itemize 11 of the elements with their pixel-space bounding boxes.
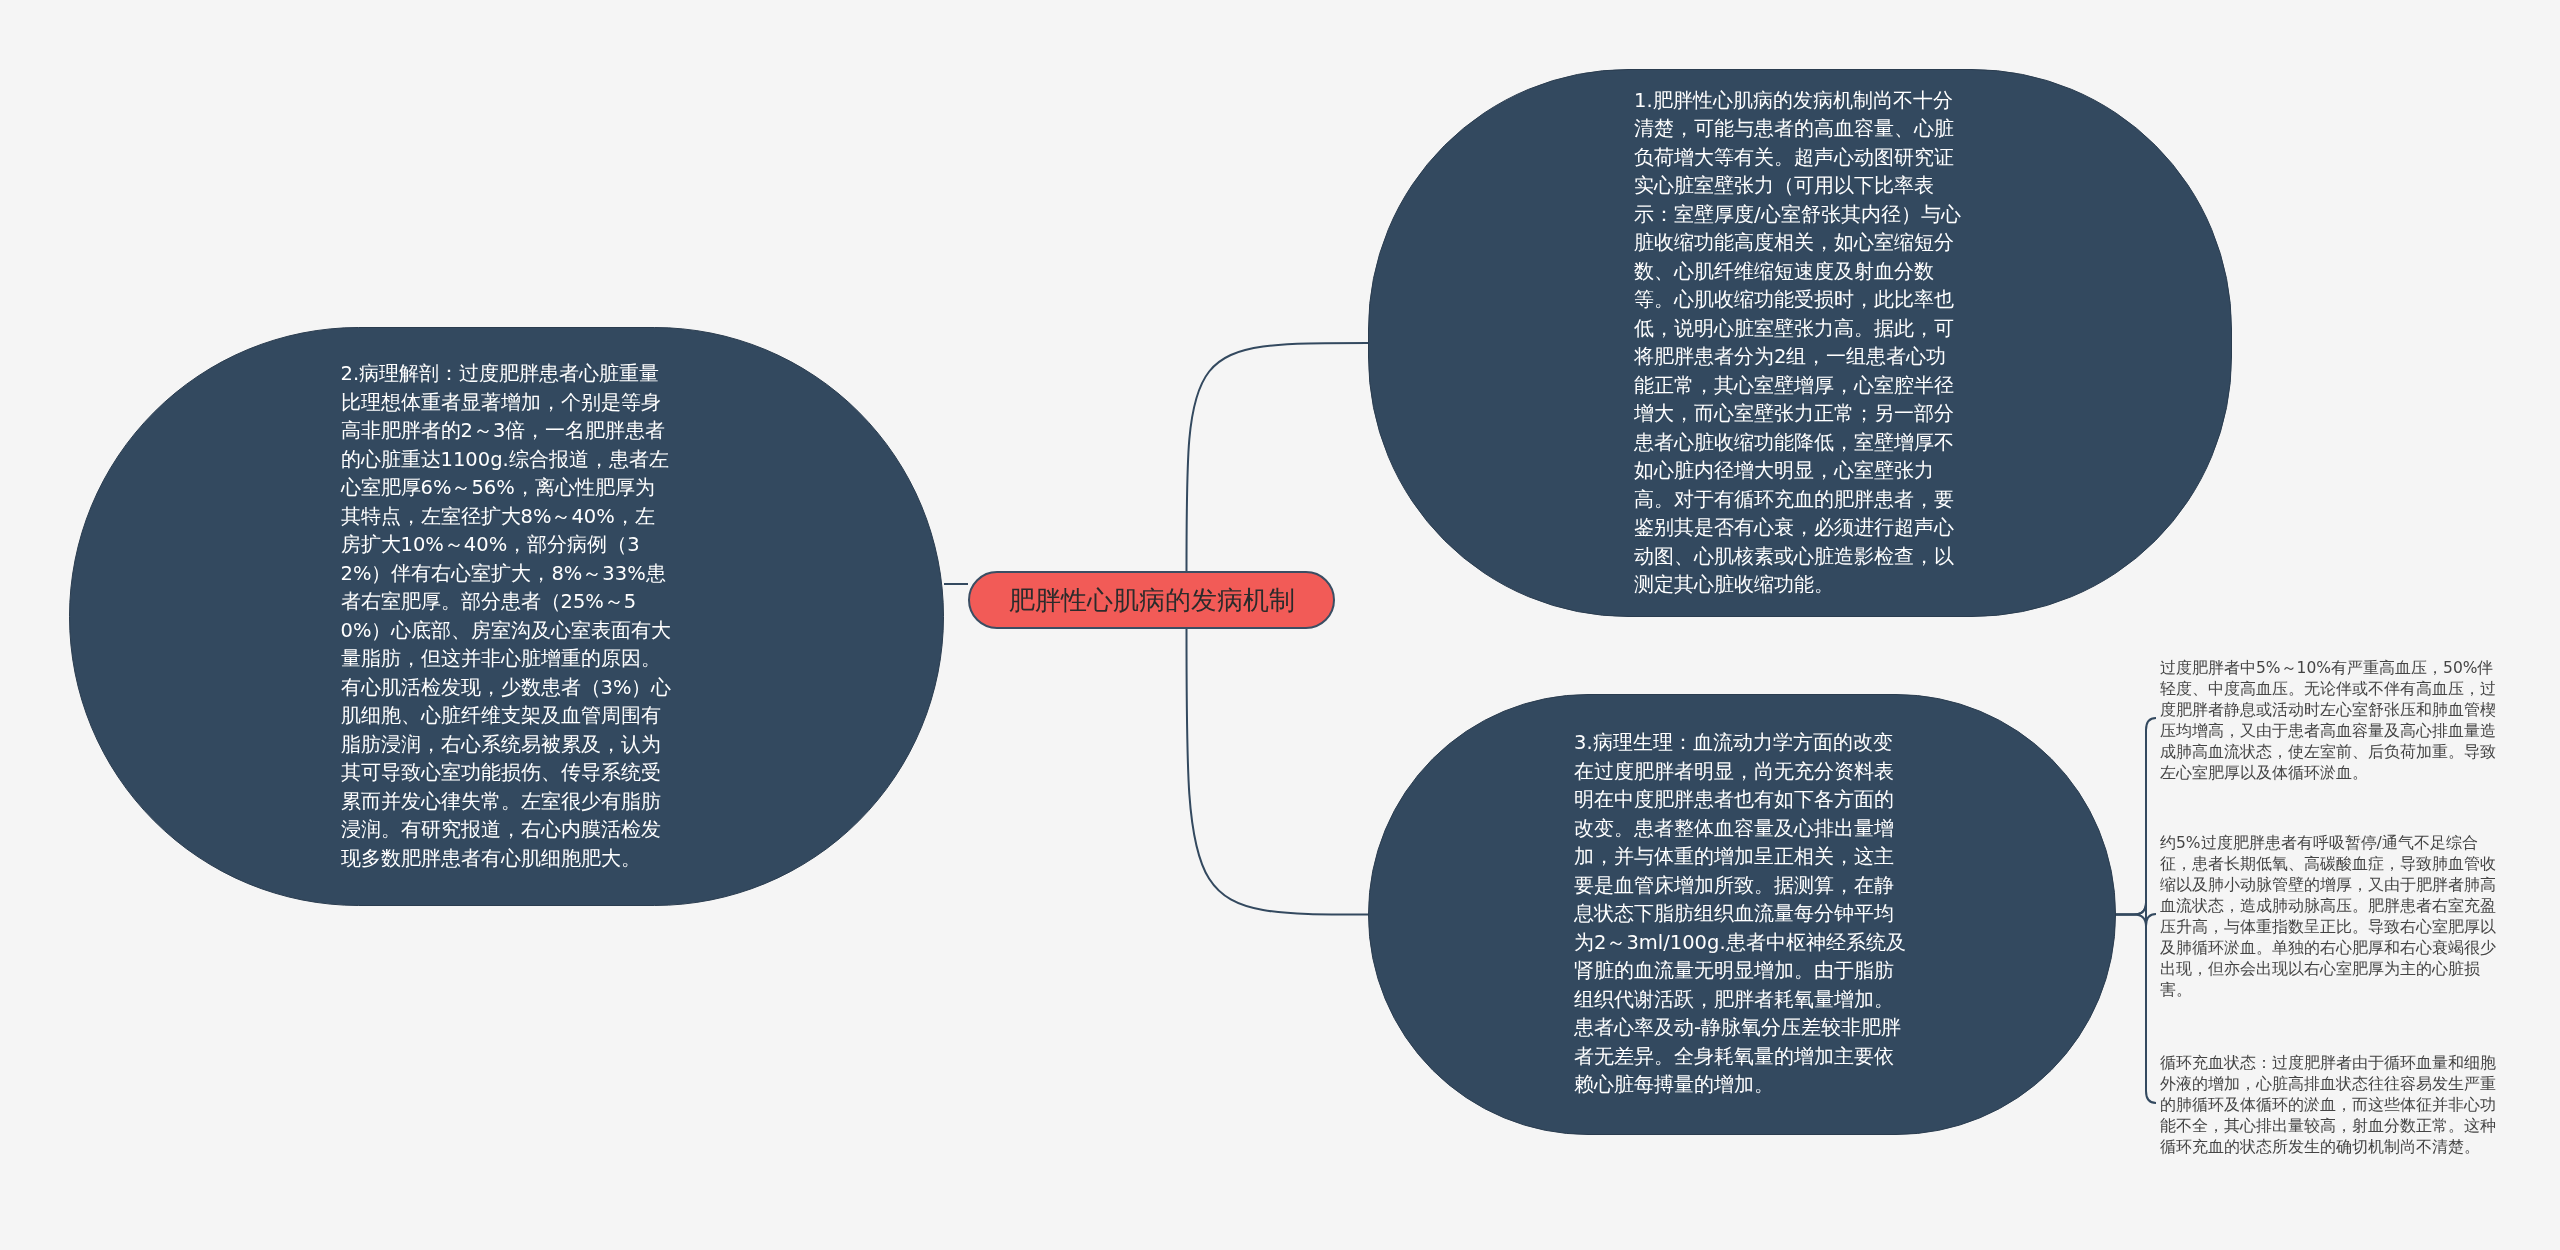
connector-line: [1185, 342, 1369, 572]
connector-line: [943, 583, 969, 585]
connector-line: [2115, 913, 2157, 1104]
note-text: 循环充血状态：过度肥胖者由于循环血量和细胞外液的增加，心脏高排血状态往往容易发生严重的肺循环及体循环的淤血，而这些体征并非心功能不全，其心排出量较高，射血分数正常。这种循环充血的状态所发生的确切机制尚不清楚。: [2160, 1053, 2496, 1158]
connector-line: [1185, 628, 1369, 916]
note-text: 过度肥胖者中5%～10%有严重高血压，50%伴轻度、中度高血压。无论伴或不伴有高血压，过度肥胖者静息或活动时左心室舒张压和肺血管楔压均增高，又由于患者高血容量及高心排血量造成肺高血流状态，使左室前、后负荷加重。导致左心室肥厚以及体循环淤血。: [2160, 658, 2496, 784]
central-topic: 肥胖性心肌病的发病机制: [968, 571, 1335, 629]
note-text: 约5%过度肥胖患者有呼吸暂停/通气不足综合征，患者长期低氧、高碳酸血症，导致肺血管收缩以及肺小动脉管壁的增厚，又由于肥胖者肺高血流状态，造成肺动脉高压。肥胖患者右室充盈压升高，与体重指数呈正比。导致右心室肥厚以及肺循环淤血。单独的右心肥厚和右心衰竭很少出现，但亦会出现以右心室肥厚为主的心脏损害。: [2160, 833, 2496, 1001]
topic-text: 2.病理解剖：过度肥胖患者心脏重量比理想体重者显著增加，个别是等身高非肥胖者的2～3倍，一名肥胖患者的心脏重达1100g.综合报道，患者左心室肥厚6%～56%，离心性肥厚为其特点，左室径扩大8%～40%，左房扩大10%～40%，部分病例（32%）伴有右心室扩大，8%～33%患者右室肥厚。部分患者（25%～50%）心底部、房室沟及心室表面有大量脂肪，但这并非心脏增重的原因。有心肌活检发现，少数患者（3%）心肌细胞、心脏纤维支架及血管周围有脂肪浸润，右心系统易被累及，认为其可导致心室功能损伤、传导系统受累而并发心律失常。左室很少有脂肪浸润。有研究报道，右心内膜活检发现多数肥胖患者有心肌细胞肥大。: [340, 361, 673, 872]
topic-text: 3.病理生理：血流动力学方面的改变在过度肥胖者明显，尚无充分资料表明在中度肥胖患者也有如下各方面的改变。患者整体血容量及心排出量增加，并与体重的增加呈正相关，这主要是血管床增加所致。据测算，在静息状态下脂肪组织血流量每分钟平均为2～3ml/100g.患者中枢神经系统及肾脏的血流量无明显增加。由于脂肪组织代谢活跃，肥胖者耗氧量增加。患者心率及动-静脉氧分压差较非肥胖者无差异。全身耗氧量的增加主要依赖心脏每搏量的增加。: [1574, 730, 1907, 1099]
topic-text: 1.肥胖性心肌病的发病机制尚不十分清楚，可能与患者的高血容量、心脏负荷增大等有关。超声心动图研究证实心脏室壁张力（可用以下比率表示：室壁厚度/心室舒张其内径）与心脏收缩功能高度相关，如心室缩短分数、心肌纤维缩短速度及射血分数等。心肌收缩功能受损时，此比率也低，说明心脏室壁张力高。据此，可将肥胖患者分为2组，一组患者心功能正常，其心室壁增厚，心室腔半径增大，而心室壁张力正常；另一部分患者心脏收缩功能降低，室壁增厚不如心脏内径增大明显，心室壁张力高。对于有循环充血的肥胖患者，要鉴别其是否有心衰，必须进行超声心动图、心肌核素或心脏造影检查，以测定其心脏收缩功能。: [1634, 87, 1962, 598]
